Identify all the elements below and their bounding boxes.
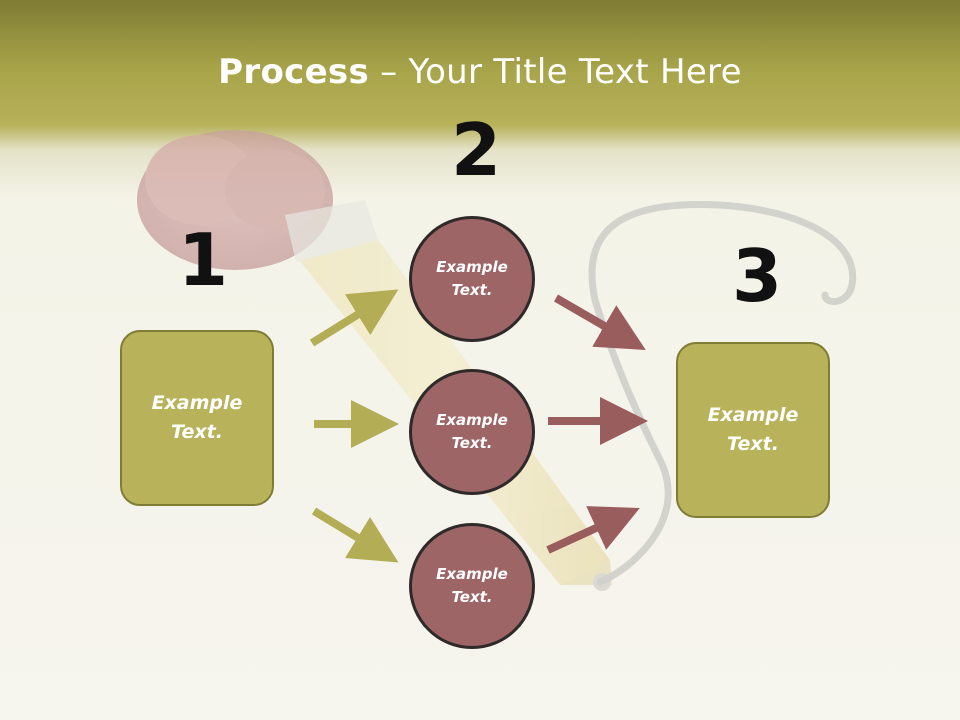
step-number-2: 2 — [451, 108, 502, 192]
title-rest: – Your Title Text Here — [369, 52, 742, 92]
brain-shape — [137, 130, 333, 270]
scribble-loop — [588, 200, 857, 586]
circle-2-line2: Text. — [451, 434, 493, 452]
circle-2-line1: Example — [436, 411, 508, 429]
right-box-line1: Example — [707, 404, 799, 426]
right-box-line2: Text. — [727, 433, 779, 455]
title-bold: Process — [218, 52, 370, 92]
circle-1-line1: Example — [436, 258, 508, 276]
step-number-3: 3 — [732, 234, 783, 318]
left-box-line2: Text. — [171, 421, 223, 443]
step-number-1: 1 — [178, 218, 229, 302]
circle-3-line1: Example — [436, 565, 508, 583]
slide-title: Process – Your Title Text Here — [0, 52, 960, 92]
circle-1-line2: Text. — [451, 281, 493, 299]
left-box-line1: Example — [151, 392, 243, 414]
circle-3-line2: Text. — [451, 588, 493, 606]
